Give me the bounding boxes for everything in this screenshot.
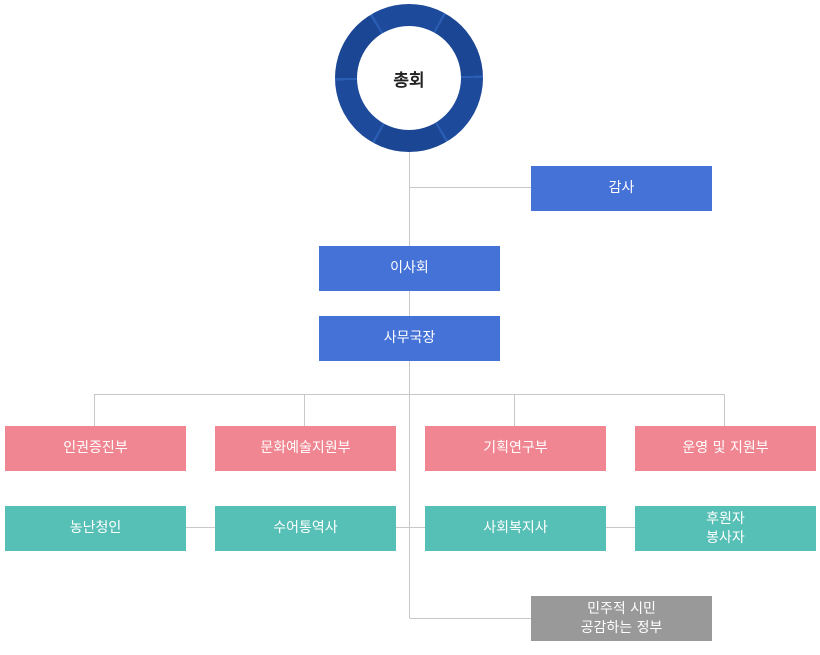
audit-box: 감사 xyxy=(531,166,712,211)
dept-operations-support-box: 운영 및 지원부 xyxy=(635,426,816,471)
team-interpreters-box: 수어통역사 xyxy=(215,506,396,551)
team-deaf-box: 농난청인 xyxy=(5,506,186,551)
secretary-general-box: 사무국장 xyxy=(319,316,500,361)
team-sponsors-volunteers-box: 후원자 봉사자 xyxy=(635,506,816,551)
team-social-workers-box: 사회복지사 xyxy=(425,506,606,551)
general-assembly-inner: 총회 xyxy=(357,26,461,130)
partner-box: 민주적 시민 공감하는 정부 xyxy=(531,596,712,641)
board-box: 이사회 xyxy=(319,246,500,291)
general-assembly-node: 총회 xyxy=(335,4,483,152)
dept-human-rights-box: 인권증진부 xyxy=(5,426,186,471)
dept-planning-research-box: 기획연구부 xyxy=(425,426,606,471)
dept-culture-arts-box: 문화예술지원부 xyxy=(215,426,396,471)
general-assembly-label: 총회 xyxy=(393,70,425,91)
